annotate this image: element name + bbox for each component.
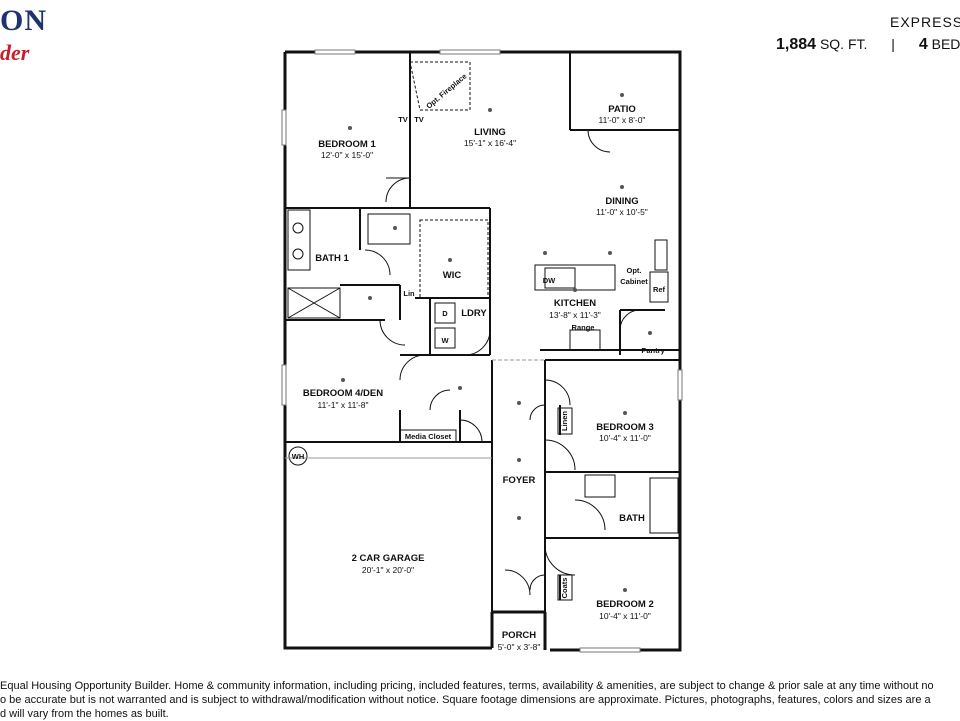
garage-openings (285, 359, 545, 459)
media-closet-label: Media Closet (405, 432, 452, 441)
room-dining-label: DINING (605, 196, 638, 207)
disclaimer-line-2: o be accurate but is not warranted and i… (0, 694, 931, 706)
interior-walls (285, 52, 680, 612)
linen-closet-label: Lin (403, 289, 415, 298)
tv-label-1: TV (398, 115, 408, 124)
room-porch-label: PORCH (502, 630, 536, 641)
room-patio-label: PATIO (608, 104, 636, 115)
room-kitchen-label: KITCHEN (554, 298, 596, 309)
room-bedroom4-dim: 11'-1" x 11'-8" (317, 400, 368, 410)
beds-unit: BED (931, 36, 960, 52)
room-bedroom4-label: BEDROOM 4/DEN (303, 388, 383, 399)
room-kitchen-dim: 13'-8" x 11'-3" (549, 310, 601, 320)
ref-label: Ref (653, 285, 666, 294)
coats-label: Coats (560, 578, 569, 599)
room-bath1-label: BATH 1 (315, 253, 349, 264)
room-patio-dim: 11'-0" x 8'-0" (599, 115, 646, 125)
sqft-unit: SQ. FT. (819, 36, 868, 52)
disclaimer-line-3: d will vary from the homes as built. (0, 708, 169, 720)
room-wic-label: WIC (443, 270, 462, 281)
dishwasher-label: DW (543, 276, 556, 285)
disclaimer-line-1: Equal Housing Opportunity Builder. Home … (0, 680, 934, 692)
windows (281, 49, 683, 653)
room-garage-dim: 20'-1" x 20'-0" (362, 565, 414, 575)
room-garage-label: 2 CAR GARAGE (352, 553, 425, 564)
opt-fireplace-label: Opt. Fireplace (424, 72, 468, 111)
logo-tagline: der (0, 40, 30, 65)
room-dining-dim: 11'-0" x 10'-5" (596, 207, 648, 217)
sqft-value: 1,884 (776, 36, 817, 53)
range-label: Range (572, 323, 595, 332)
room-living-label: LIVING (474, 127, 506, 138)
doors (364, 129, 641, 596)
disclaimer-footer: Equal Housing Opportunity Builder. Home … (0, 679, 960, 721)
room-bedroom3-label: BEDROOM 3 (596, 422, 654, 433)
room-bath-label: BATH (619, 513, 645, 524)
room-bedroom1-label: BEDROOM 1 (318, 139, 376, 150)
room-living-dim: 15'-1" x 16'-4" (464, 138, 516, 148)
room-ldry-label: LDRY (461, 308, 487, 319)
dryer-label: D (442, 309, 448, 318)
room-foyer-label: FOYER (503, 475, 536, 486)
logo-wordmark: ON (0, 4, 47, 37)
plan-stats: 1,884 SQ. FT. | 4 BED (776, 36, 960, 54)
ceiling-lights (341, 93, 652, 592)
water-heater-label: WH (292, 452, 305, 461)
room-bedroom2-dim: 10'-4" x 11'-0" (599, 611, 651, 621)
pantry-label: Pantry (641, 346, 665, 355)
tv-label-2: TV (414, 115, 424, 124)
plan-name: EXPRESS C (890, 14, 960, 30)
beds-value: 4 (918, 36, 928, 53)
washer-label: W (441, 336, 449, 345)
room-porch-dim: 5'-0" x 3'-8" (498, 642, 541, 652)
room-bedroom2-label: BEDROOM 2 (596, 599, 654, 610)
opt-label: Opt. (627, 266, 642, 275)
room-bedroom3-dim: 10'-4" x 11'-0" (599, 433, 651, 443)
cabinet-label: Cabinet (620, 277, 648, 286)
linen-label: Linen (560, 411, 569, 431)
builder-logo: ON der (0, 0, 60, 70)
room-bedroom1-dim: 12'-0" x 15'-0" (321, 150, 373, 160)
stats-separator: | (891, 36, 895, 52)
